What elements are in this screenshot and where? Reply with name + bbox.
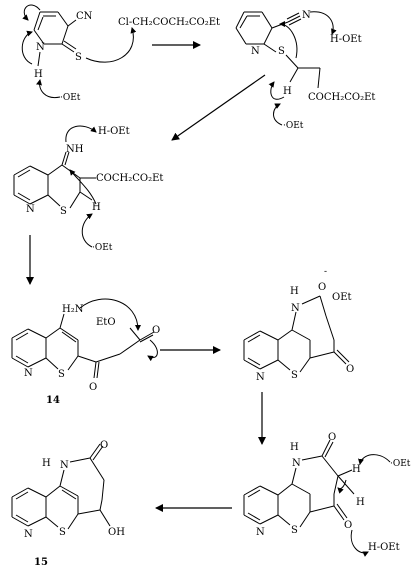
step3-pyridine-ring <box>13 165 49 205</box>
inter6-s-label: S <box>291 525 298 536</box>
step2-cn-n-label: N <box>302 10 311 21</box>
cmpd14-eto-label: EtO <box>96 317 116 328</box>
inter6-n1-label: N <box>292 458 301 469</box>
step2-base-label: ·OEt <box>283 121 304 131</box>
inter6-n-label: N <box>256 527 265 538</box>
inter6-enolate-arrow <box>337 479 347 494</box>
cmpd15-pyridine-ring <box>11 487 47 527</box>
step3-chain-label: COCH₂CO₂Et <box>96 173 163 184</box>
cmpd14-o1-label: O <box>152 325 160 336</box>
step2-arrow <box>171 74 266 141</box>
step3-s-label: S <box>60 206 67 217</box>
inter5-charge-label: - <box>324 267 327 277</box>
cmpd15-n-label: N <box>24 529 33 540</box>
inter6-h2-label: H <box>352 464 361 475</box>
step3-h-label: H <box>92 202 101 213</box>
step2-pyridine-ring <box>235 11 273 45</box>
step1-structure: CN S N H ·OEt Cl-CH₂COCH₂CO₂Et <box>21 4 220 103</box>
step3-base-arrow <box>81 213 93 248</box>
step3-nh-arrow <box>65 125 97 143</box>
cmpd14-o2-label: O <box>89 382 97 393</box>
step2-base-arrow <box>273 103 283 126</box>
step2-n-label: N <box>251 46 260 57</box>
cmpd14-s-label: S <box>58 369 65 380</box>
step1-reagent-label: Cl-CH₂COCH₂CO₂Et <box>118 17 220 28</box>
compound-15: N S N H O OH 15 <box>11 440 125 568</box>
step1-base-label: ·OEt <box>60 93 81 103</box>
step2-hoet-label: H-OEt <box>330 34 362 45</box>
inter5-pyridine-ring <box>243 330 279 370</box>
step3-nh-label: NH <box>66 144 84 155</box>
inter5-n1-label: N <box>291 303 300 314</box>
inter6-h3-label: H <box>356 497 365 508</box>
inter5-o-label: O <box>346 364 354 375</box>
step2-cn-arrow <box>309 11 337 35</box>
step2-structure: N N S H COCH₂CO₂Et H-OEt ·OEt <box>235 10 375 131</box>
step1-h-label: H <box>34 69 43 80</box>
intermediate-dione: N S N H O O H H ·OEt H-OEt <box>243 432 411 557</box>
step1-n-label: N <box>36 42 45 53</box>
inter6-pyridine-ring <box>243 485 279 525</box>
step1-s-attack-arrow <box>85 27 137 63</box>
cmpd15-n1-label: N <box>60 460 69 471</box>
inter6-o2-label: O <box>344 520 352 531</box>
compound-15-label: 15 <box>34 557 48 568</box>
step2-s-label: S <box>278 46 285 57</box>
inter6-hoet-label: H-OEt <box>368 542 400 553</box>
cmpd14-n-label: N <box>24 368 33 379</box>
step2-h-label: H <box>283 86 292 97</box>
step3-structure: N S NH COCH₂CO₂Et H H-OEt ·OEt <box>13 125 163 253</box>
cmpd15-h-label: H <box>42 458 51 469</box>
step1-cs-bond <box>61 43 75 53</box>
step3-base-label: ·OEt <box>92 243 113 253</box>
step1-s-label: S <box>75 52 82 63</box>
step3-n-label: N <box>26 204 35 215</box>
inter6-base-label: ·OEt <box>390 459 411 469</box>
cmpd14-attack-arrow <box>79 298 141 331</box>
inter5-ominus-label: O <box>318 282 326 293</box>
cmpd14-carbonyl-arrow <box>147 339 158 362</box>
step3-ring-arrow <box>69 169 97 205</box>
inter5-n-label: N <box>256 372 265 383</box>
step1-cn-bond <box>67 19 77 27</box>
step1-cn-label: CN <box>76 11 93 22</box>
step1-base-arrow <box>36 79 61 99</box>
step3-hoet-label: H-OEt <box>98 126 130 137</box>
step2-ring-arrow <box>279 21 298 59</box>
inter5-oet-label: OEt <box>332 292 352 303</box>
step1-pyridine-ring <box>33 11 69 45</box>
step1-ring-arrow <box>22 4 41 21</box>
compound-14: N S H₂N O O EtO 14 <box>11 298 160 406</box>
compound-14-label: 14 <box>46 395 60 406</box>
step2-chain-label: COCH₂CO₂Et <box>308 92 375 103</box>
cmpd15-oh-label: OH <box>108 527 125 538</box>
inter5-s-label: S <box>291 370 298 381</box>
inter5-h-label: H <box>290 286 299 297</box>
inter6-h-label: H <box>290 442 299 453</box>
intermediate-tetrahedral: N S N H O - OEt O <box>243 267 354 383</box>
step1-nh-arrow <box>21 30 33 65</box>
inter6-carbonyl-arrow <box>350 529 369 557</box>
cmpd14-pyridine-ring <box>11 328 47 368</box>
cmpd14-nh2-label: H₂N <box>62 304 84 315</box>
step2-h-arrow <box>268 81 285 100</box>
inter6-base-arrow <box>358 454 391 465</box>
cmpd15-o-label: O <box>100 440 108 451</box>
cmpd15-s-label: S <box>59 527 66 538</box>
inter6-o1-label: O <box>328 432 336 443</box>
